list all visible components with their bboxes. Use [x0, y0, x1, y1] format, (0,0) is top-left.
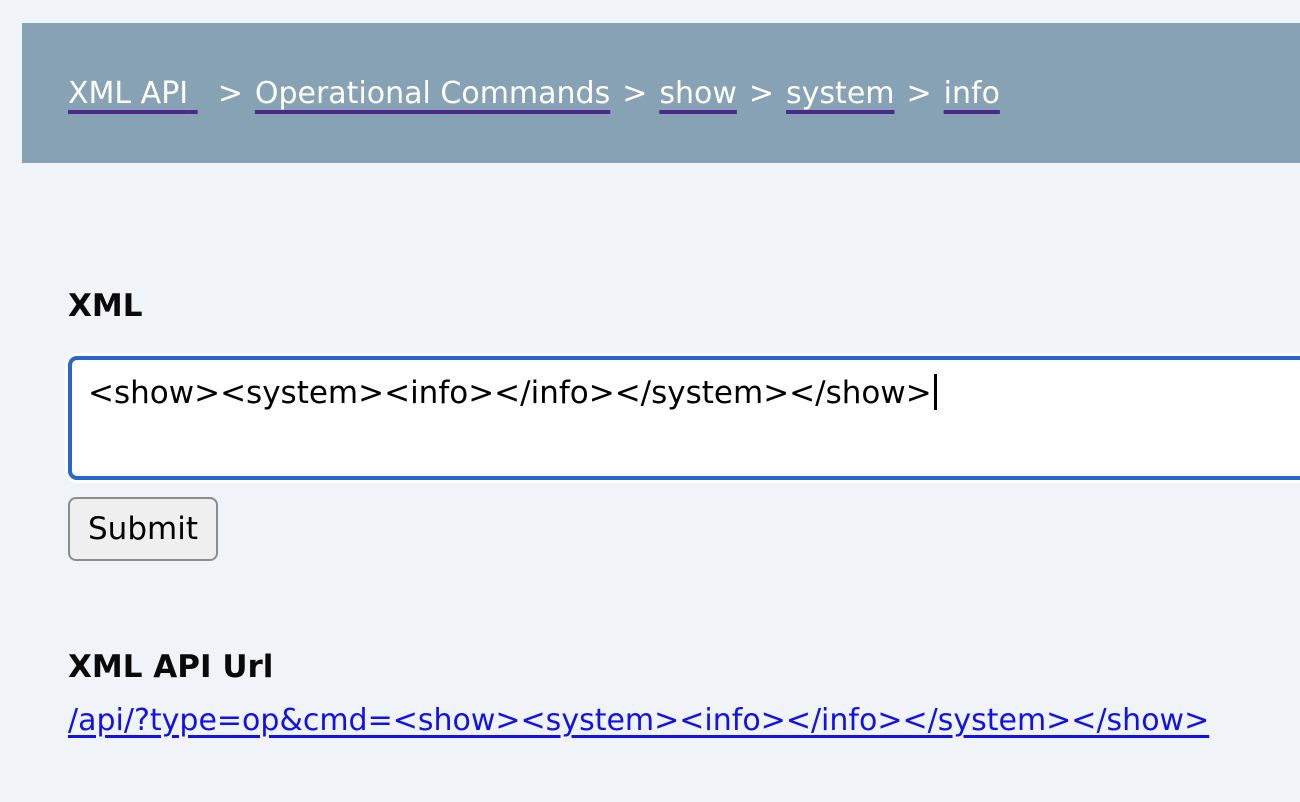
text-cursor	[933, 374, 937, 410]
breadcrumb-separator: >	[906, 75, 932, 111]
xml-command-input[interactable]: <show><system><info></info></system></sh…	[68, 356, 1300, 480]
breadcrumb-link-operational-commands[interactable]: Operational Commands	[254, 75, 611, 111]
breadcrumb-separator: >	[217, 75, 243, 111]
breadcrumb: XML API > Operational Commands > show > system…	[68, 76, 1000, 111]
url-section-heading: XML API Url	[68, 649, 274, 685]
breadcrumb-link-system[interactable]: system	[786, 75, 895, 111]
breadcrumb-link-xml-api[interactable]: XML API	[68, 75, 189, 111]
breadcrumb-link-show[interactable]: show	[659, 75, 737, 111]
xml-section-heading: XML	[68, 288, 143, 324]
xml-input-value: <show><system><info></info></system></sh…	[88, 375, 932, 411]
breadcrumb-bar: XML API > Operational Commands > show > system…	[22, 23, 1300, 163]
main-content: XML <show><system><info></info></system>…	[68, 163, 1300, 738]
breadcrumb-separator: >	[748, 75, 775, 111]
submit-button[interactable]: Submit	[68, 497, 218, 561]
breadcrumb-link-info[interactable]: info	[943, 75, 1000, 111]
api-url-link[interactable]: /api/?type=op&cmd=<show><system><info></…	[68, 703, 1210, 738]
breadcrumb-separator: >	[622, 75, 648, 111]
